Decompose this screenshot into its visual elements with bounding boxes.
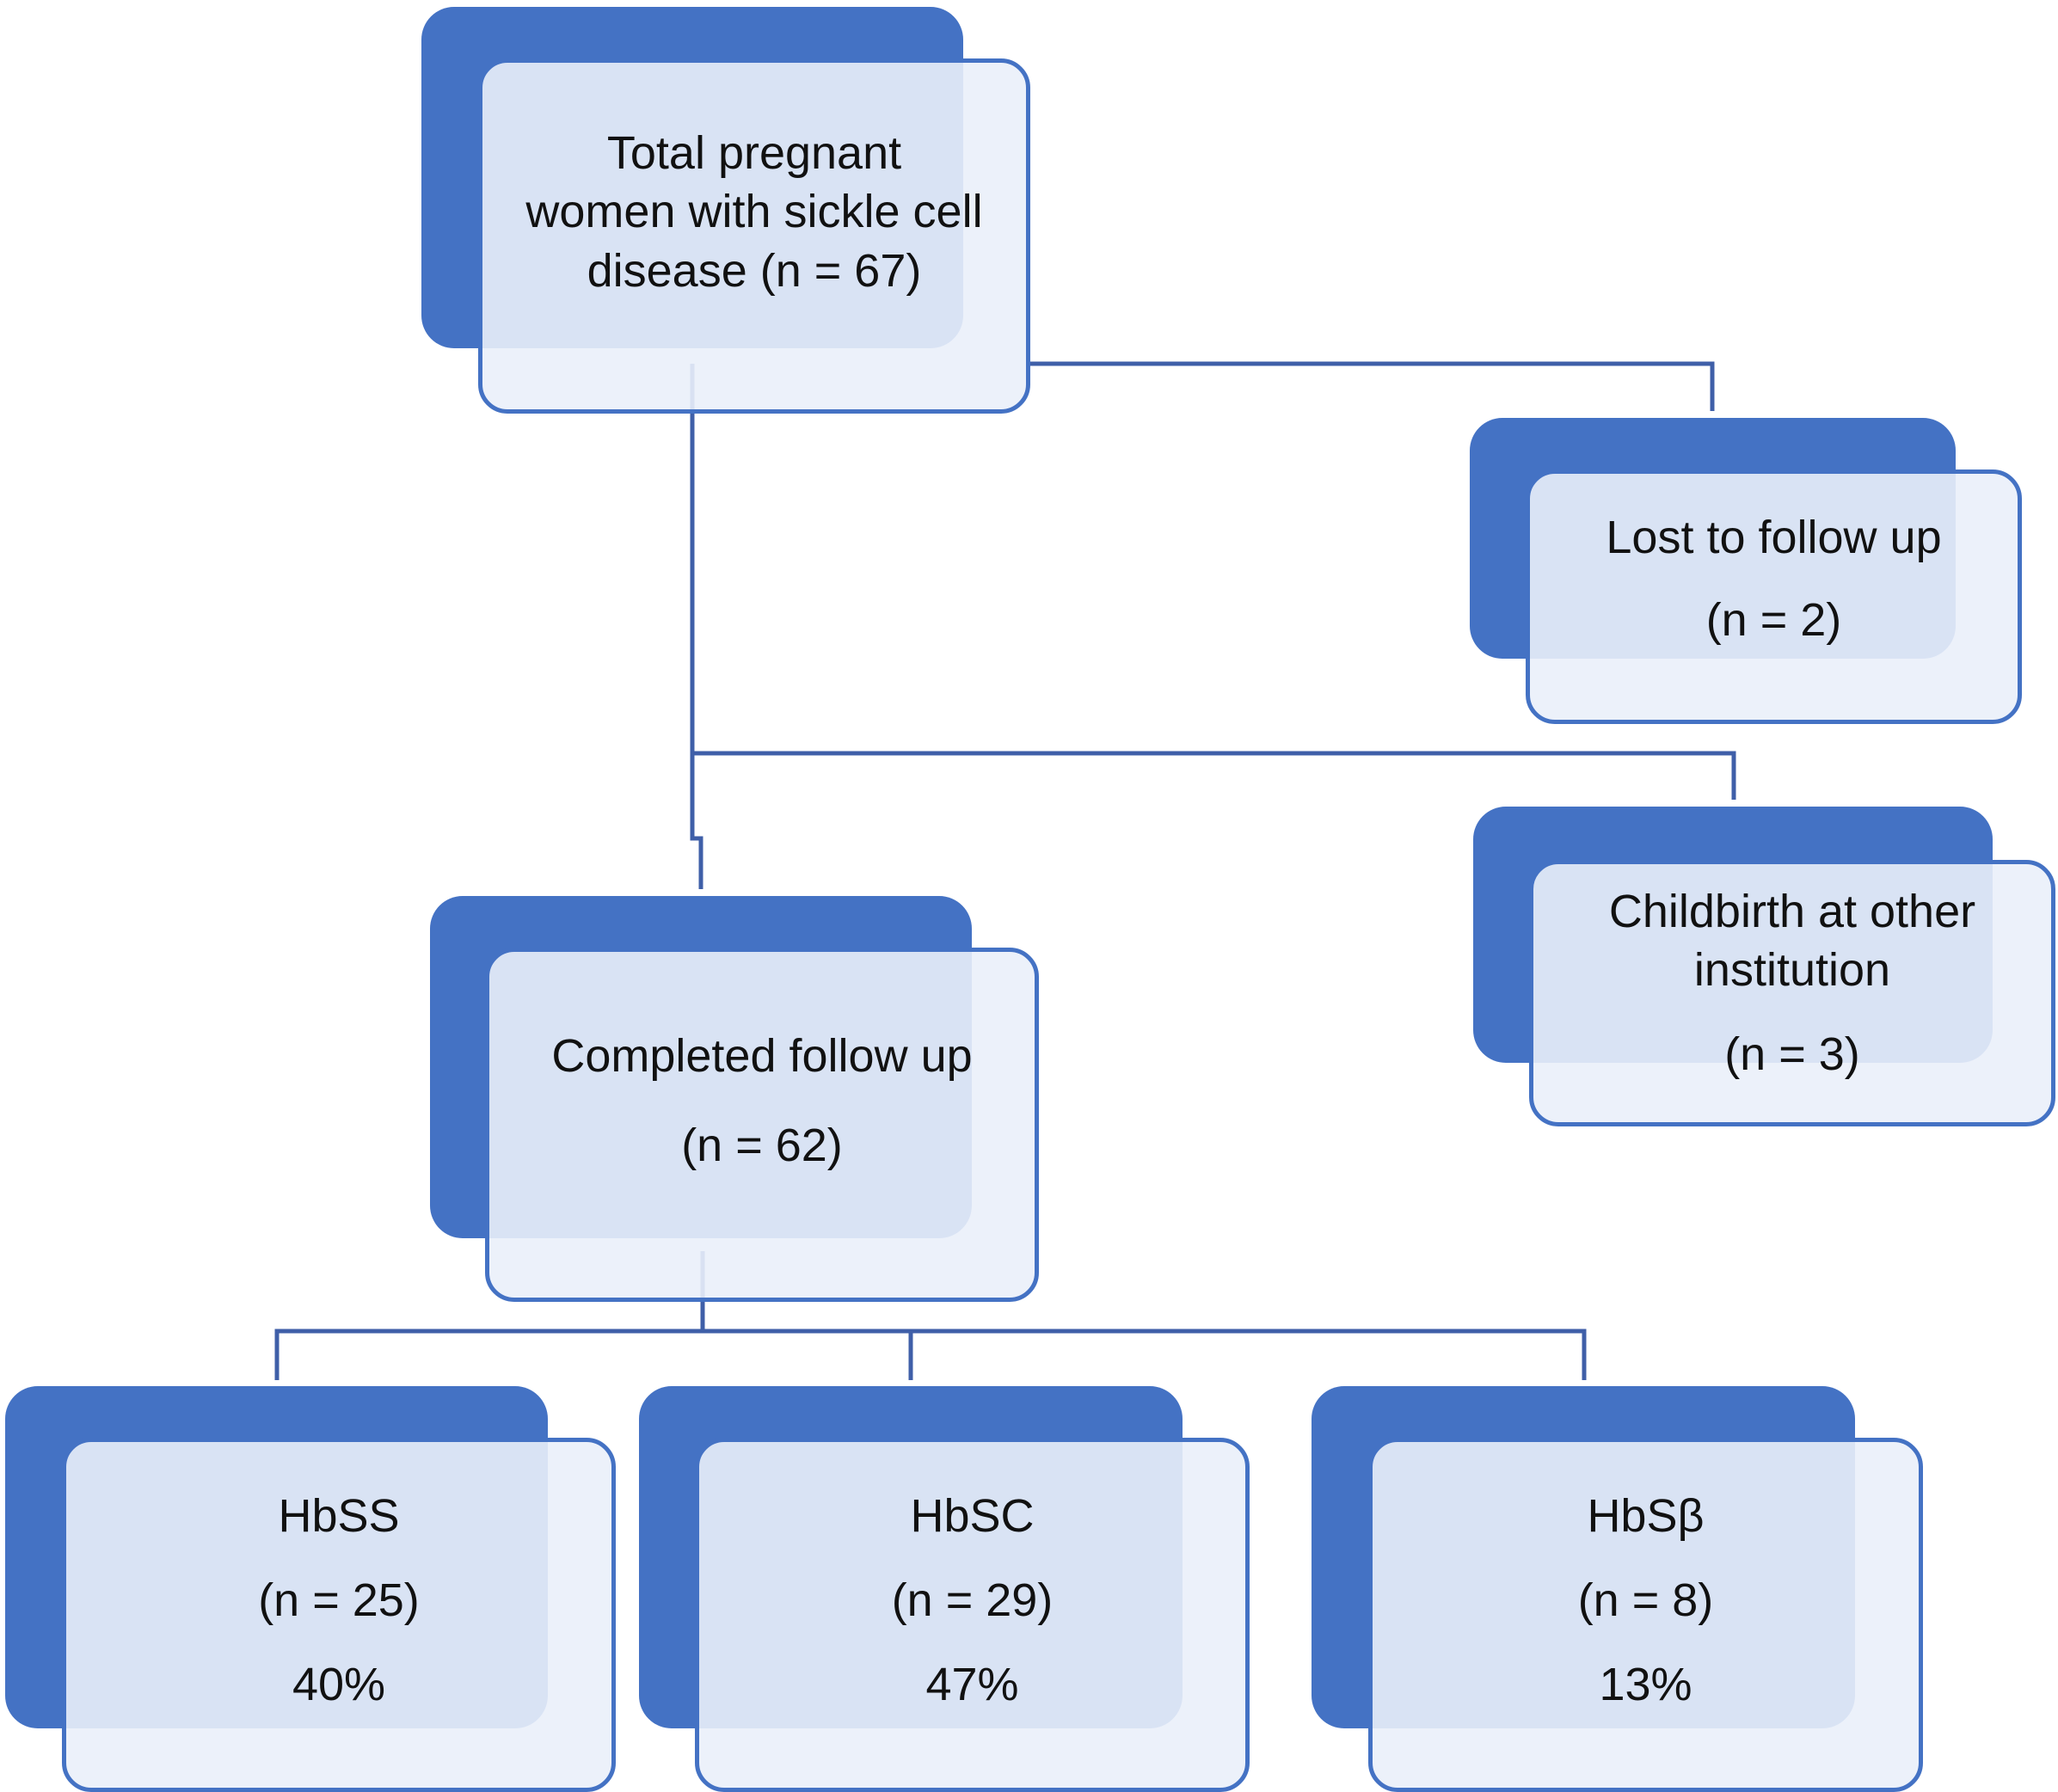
- childbirth-line-2: institution: [1693, 943, 1891, 996]
- genotype-node-hbsc: HbSC (n = 29) 47%: [639, 1386, 1250, 1792]
- completed-node-box: Completed follow up (n = 62): [485, 948, 1039, 1302]
- lost-label: Lost to follow up: [1606, 511, 1942, 563]
- lost-node-box: Lost to follow up (n = 2): [1526, 469, 2022, 724]
- connector-root-trunk: [690, 364, 703, 889]
- hbsb-label: HbSβ: [1587, 1489, 1705, 1542]
- connector-root-to-lost: [1028, 361, 1715, 411]
- completed-label: Completed follow up: [551, 1029, 973, 1082]
- childbirth-node-box: Childbirth at other institution (n = 3): [1529, 860, 2055, 1126]
- root-line-2: women with sickle cell: [525, 186, 983, 238]
- hbss-count: (n = 25): [258, 1574, 420, 1626]
- childbirth-count: (n = 3): [1724, 1028, 1860, 1081]
- genotype-node-hbss: HbSS (n = 25) 40%: [5, 1386, 616, 1792]
- root-node-box: Total pregnant women with sickle cell di…: [478, 58, 1030, 414]
- hbsc-label: HbSC: [910, 1489, 1035, 1542]
- root-node: Total pregnant women with sickle cell di…: [421, 7, 1030, 414]
- hbss-node-box: HbSS (n = 25) 40%: [62, 1438, 616, 1792]
- hbsb-count: (n = 8): [1577, 1574, 1714, 1626]
- childbirth-line-1: Childbirth at other: [1608, 885, 1976, 937]
- childbirth-node: Childbirth at other institution (n = 3): [1473, 807, 2058, 1126]
- genotype-node-hbsb: HbSβ (n = 8) 13%: [1312, 1386, 1923, 1792]
- completed-node: Completed follow up (n = 62): [430, 896, 1039, 1302]
- hbsc-count: (n = 29): [891, 1574, 1054, 1626]
- hbss-label: HbSS: [278, 1489, 400, 1542]
- connector-genotype-bar: [274, 1329, 1587, 1380]
- hbsc-percent: 47%: [925, 1659, 1019, 1711]
- lost-node: Lost to follow up (n = 2): [1470, 418, 2022, 724]
- connector-to-childbirth: [692, 751, 1736, 800]
- hbss-percent: 40%: [292, 1659, 386, 1711]
- hbsb-percent: 13%: [1599, 1659, 1692, 1711]
- hbsc-node-box: HbSC (n = 29) 47%: [695, 1438, 1250, 1792]
- hbsb-node-box: HbSβ (n = 8) 13%: [1368, 1438, 1923, 1792]
- root-line-3: disease (n = 67): [587, 244, 922, 297]
- lost-count: (n = 2): [1705, 594, 1842, 646]
- completed-count: (n = 62): [681, 1120, 843, 1171]
- root-line-1: Total pregnant: [606, 127, 902, 180]
